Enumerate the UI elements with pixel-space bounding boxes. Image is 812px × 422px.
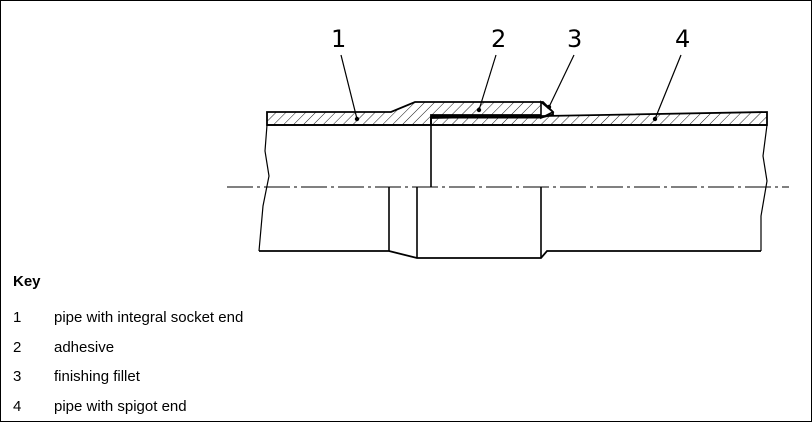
- key-item-number: 2: [13, 339, 22, 356]
- key-item-label: pipe with spigot end: [54, 398, 187, 415]
- callout-2: 2: [491, 25, 506, 53]
- leader-lines: [340, 54, 682, 120]
- key-item-number: 4: [13, 398, 22, 415]
- callout-4: 4: [675, 25, 690, 53]
- key-item: 3 finishing fillet: [13, 368, 140, 385]
- pipe-joint-drawing: 1 2 3 4: [227, 25, 789, 259]
- key-item: 2 adhesive: [13, 339, 114, 356]
- callout-1: 1: [331, 25, 346, 53]
- key-item-label: adhesive: [54, 339, 115, 356]
- key-title: Key: [13, 273, 41, 290]
- pipe-outline: [258, 124, 768, 259]
- key-item-number: 3: [13, 368, 22, 385]
- leader-dots: [354, 104, 658, 122]
- key-item: 1 pipe with integral socket end: [13, 309, 243, 326]
- key-item-label: finishing fillet: [54, 368, 140, 385]
- callout-3: 3: [567, 25, 582, 53]
- key-item-number: 1: [13, 309, 22, 326]
- key-item: 4 pipe with spigot end: [13, 398, 187, 415]
- key-item-label: pipe with integral socket end: [54, 309, 244, 326]
